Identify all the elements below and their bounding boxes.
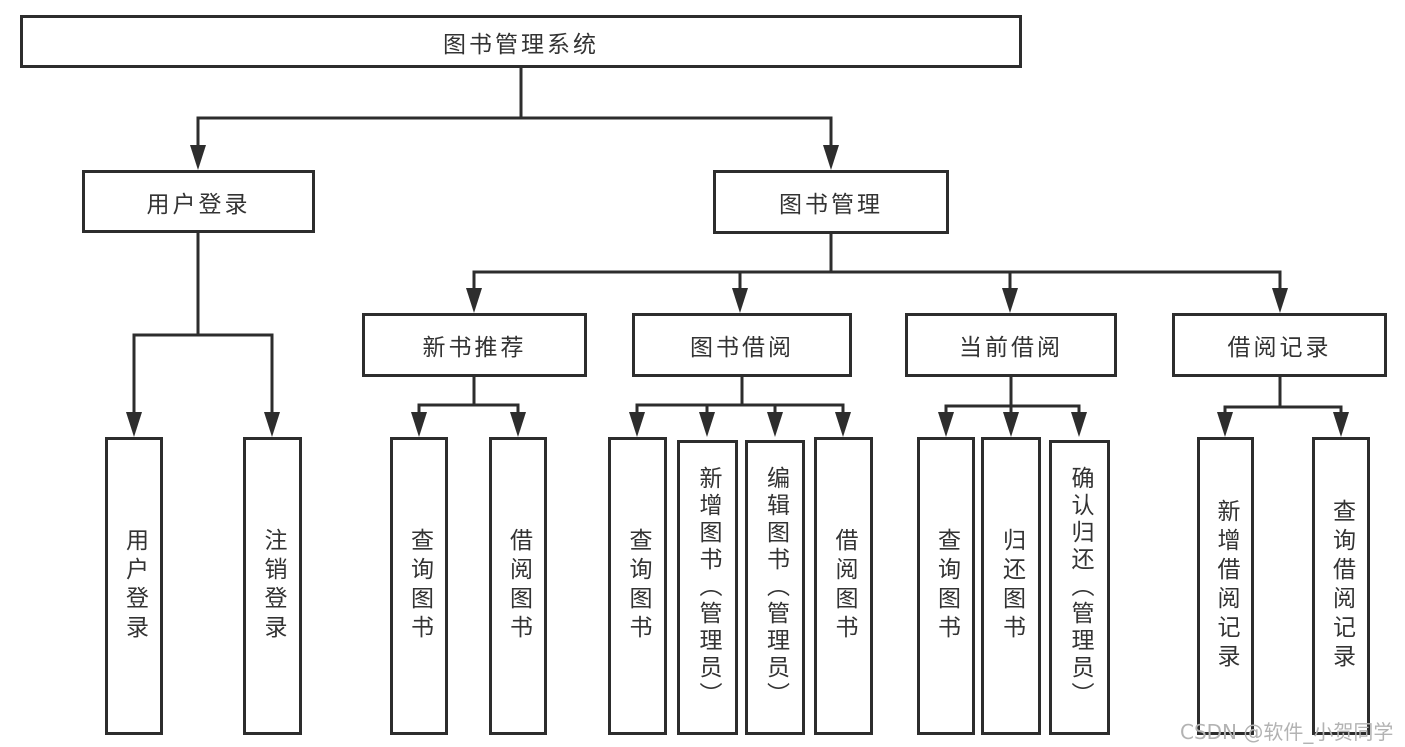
node-current-borrowing: 当前借阅 [905, 313, 1117, 377]
node-root-label: 图书管理系统 [443, 31, 599, 58]
leaf-return-book: 归还图书 [981, 437, 1041, 735]
node-borrowing-records-label: 借阅记录 [1227, 335, 1332, 361]
arrow-icon [1272, 288, 1288, 313]
leaf-add-borrow-record-label: 新增借阅记录 [1213, 499, 1239, 673]
leaf-query-book-2: 查询图书 [608, 437, 667, 735]
leaf-logout-label: 注销登录 [260, 528, 286, 644]
node-current-borrowing-label: 当前借阅 [959, 335, 1063, 361]
csdn-watermark: CSDN @软件_小贺同学 [1180, 720, 1394, 744]
node-book-management: 图书管理 [713, 170, 949, 234]
node-book-borrowing: 图书借阅 [632, 313, 852, 377]
arrow-icon [411, 412, 427, 437]
node-user-login-label: 用户登录 [146, 191, 251, 218]
arrow-icon [264, 412, 280, 437]
leaf-confirm-return-label: 确认归还（管理员） [1067, 466, 1093, 709]
arrow-icon [629, 412, 645, 437]
arrow-icon [1217, 412, 1233, 437]
node-new-book-recommend-label: 新书推荐 [422, 335, 527, 361]
arrow-icon [835, 412, 851, 437]
arrow-icon [938, 412, 954, 437]
leaf-user-login-label: 用户登录 [121, 528, 148, 644]
leaf-confirm-return: 确认归还（管理员） [1049, 440, 1110, 735]
arrow-icon [1002, 288, 1018, 313]
arrow-icon [1333, 412, 1349, 437]
arrow-icon [466, 288, 482, 313]
arrow-icon [1071, 412, 1087, 437]
leaf-return-book-label: 归还图书 [998, 528, 1025, 644]
node-book-borrowing-label: 图书借阅 [690, 335, 794, 361]
node-borrowing-records: 借阅记录 [1172, 313, 1387, 377]
arrow-icon [767, 412, 783, 437]
leaf-add-borrow-record: 新增借阅记录 [1197, 437, 1254, 735]
leaf-add-book-admin-label: 新增图书（管理员） [695, 466, 721, 709]
arrow-icon [190, 145, 206, 170]
node-root: 图书管理系统 [20, 15, 1022, 68]
leaf-borrow-book-2-label: 借阅图书 [831, 528, 857, 644]
leaf-user-login: 用户登录 [105, 437, 163, 735]
arrow-icon [732, 288, 748, 313]
arrowheads [126, 145, 1349, 437]
arrow-icon [1003, 412, 1019, 437]
leaf-borrow-book-1-label: 借阅图书 [505, 528, 532, 644]
leaf-query-borrow-record-label: 查询借阅记录 [1328, 499, 1355, 673]
leaf-query-book-1-label: 查询图书 [406, 528, 433, 644]
arrow-icon [126, 412, 142, 437]
arrow-icon [699, 412, 715, 437]
node-new-book-recommend: 新书推荐 [362, 313, 587, 377]
leaf-query-book-2-label: 查询图书 [625, 528, 651, 644]
leaf-edit-book-admin: 编辑图书（管理员） [745, 440, 805, 735]
node-user-login: 用户登录 [82, 170, 315, 233]
leaf-query-borrow-record: 查询借阅记录 [1312, 437, 1370, 735]
node-book-management-label: 图书管理 [779, 192, 883, 218]
leaf-borrow-book-2: 借阅图书 [814, 437, 873, 735]
leaf-edit-book-admin-label: 编辑图书（管理员） [762, 466, 789, 709]
leaf-query-book-1: 查询图书 [390, 437, 448, 735]
arrow-icon [510, 412, 526, 437]
leaf-query-book-3-label: 查询图书 [933, 528, 960, 644]
leaf-add-book-admin: 新增图书（管理员） [677, 440, 738, 735]
arrow-icon [823, 145, 839, 170]
leaf-logout: 注销登录 [243, 437, 302, 735]
leaf-borrow-book-1: 借阅图书 [489, 437, 547, 735]
leaf-query-book-3: 查询图书 [917, 437, 975, 735]
